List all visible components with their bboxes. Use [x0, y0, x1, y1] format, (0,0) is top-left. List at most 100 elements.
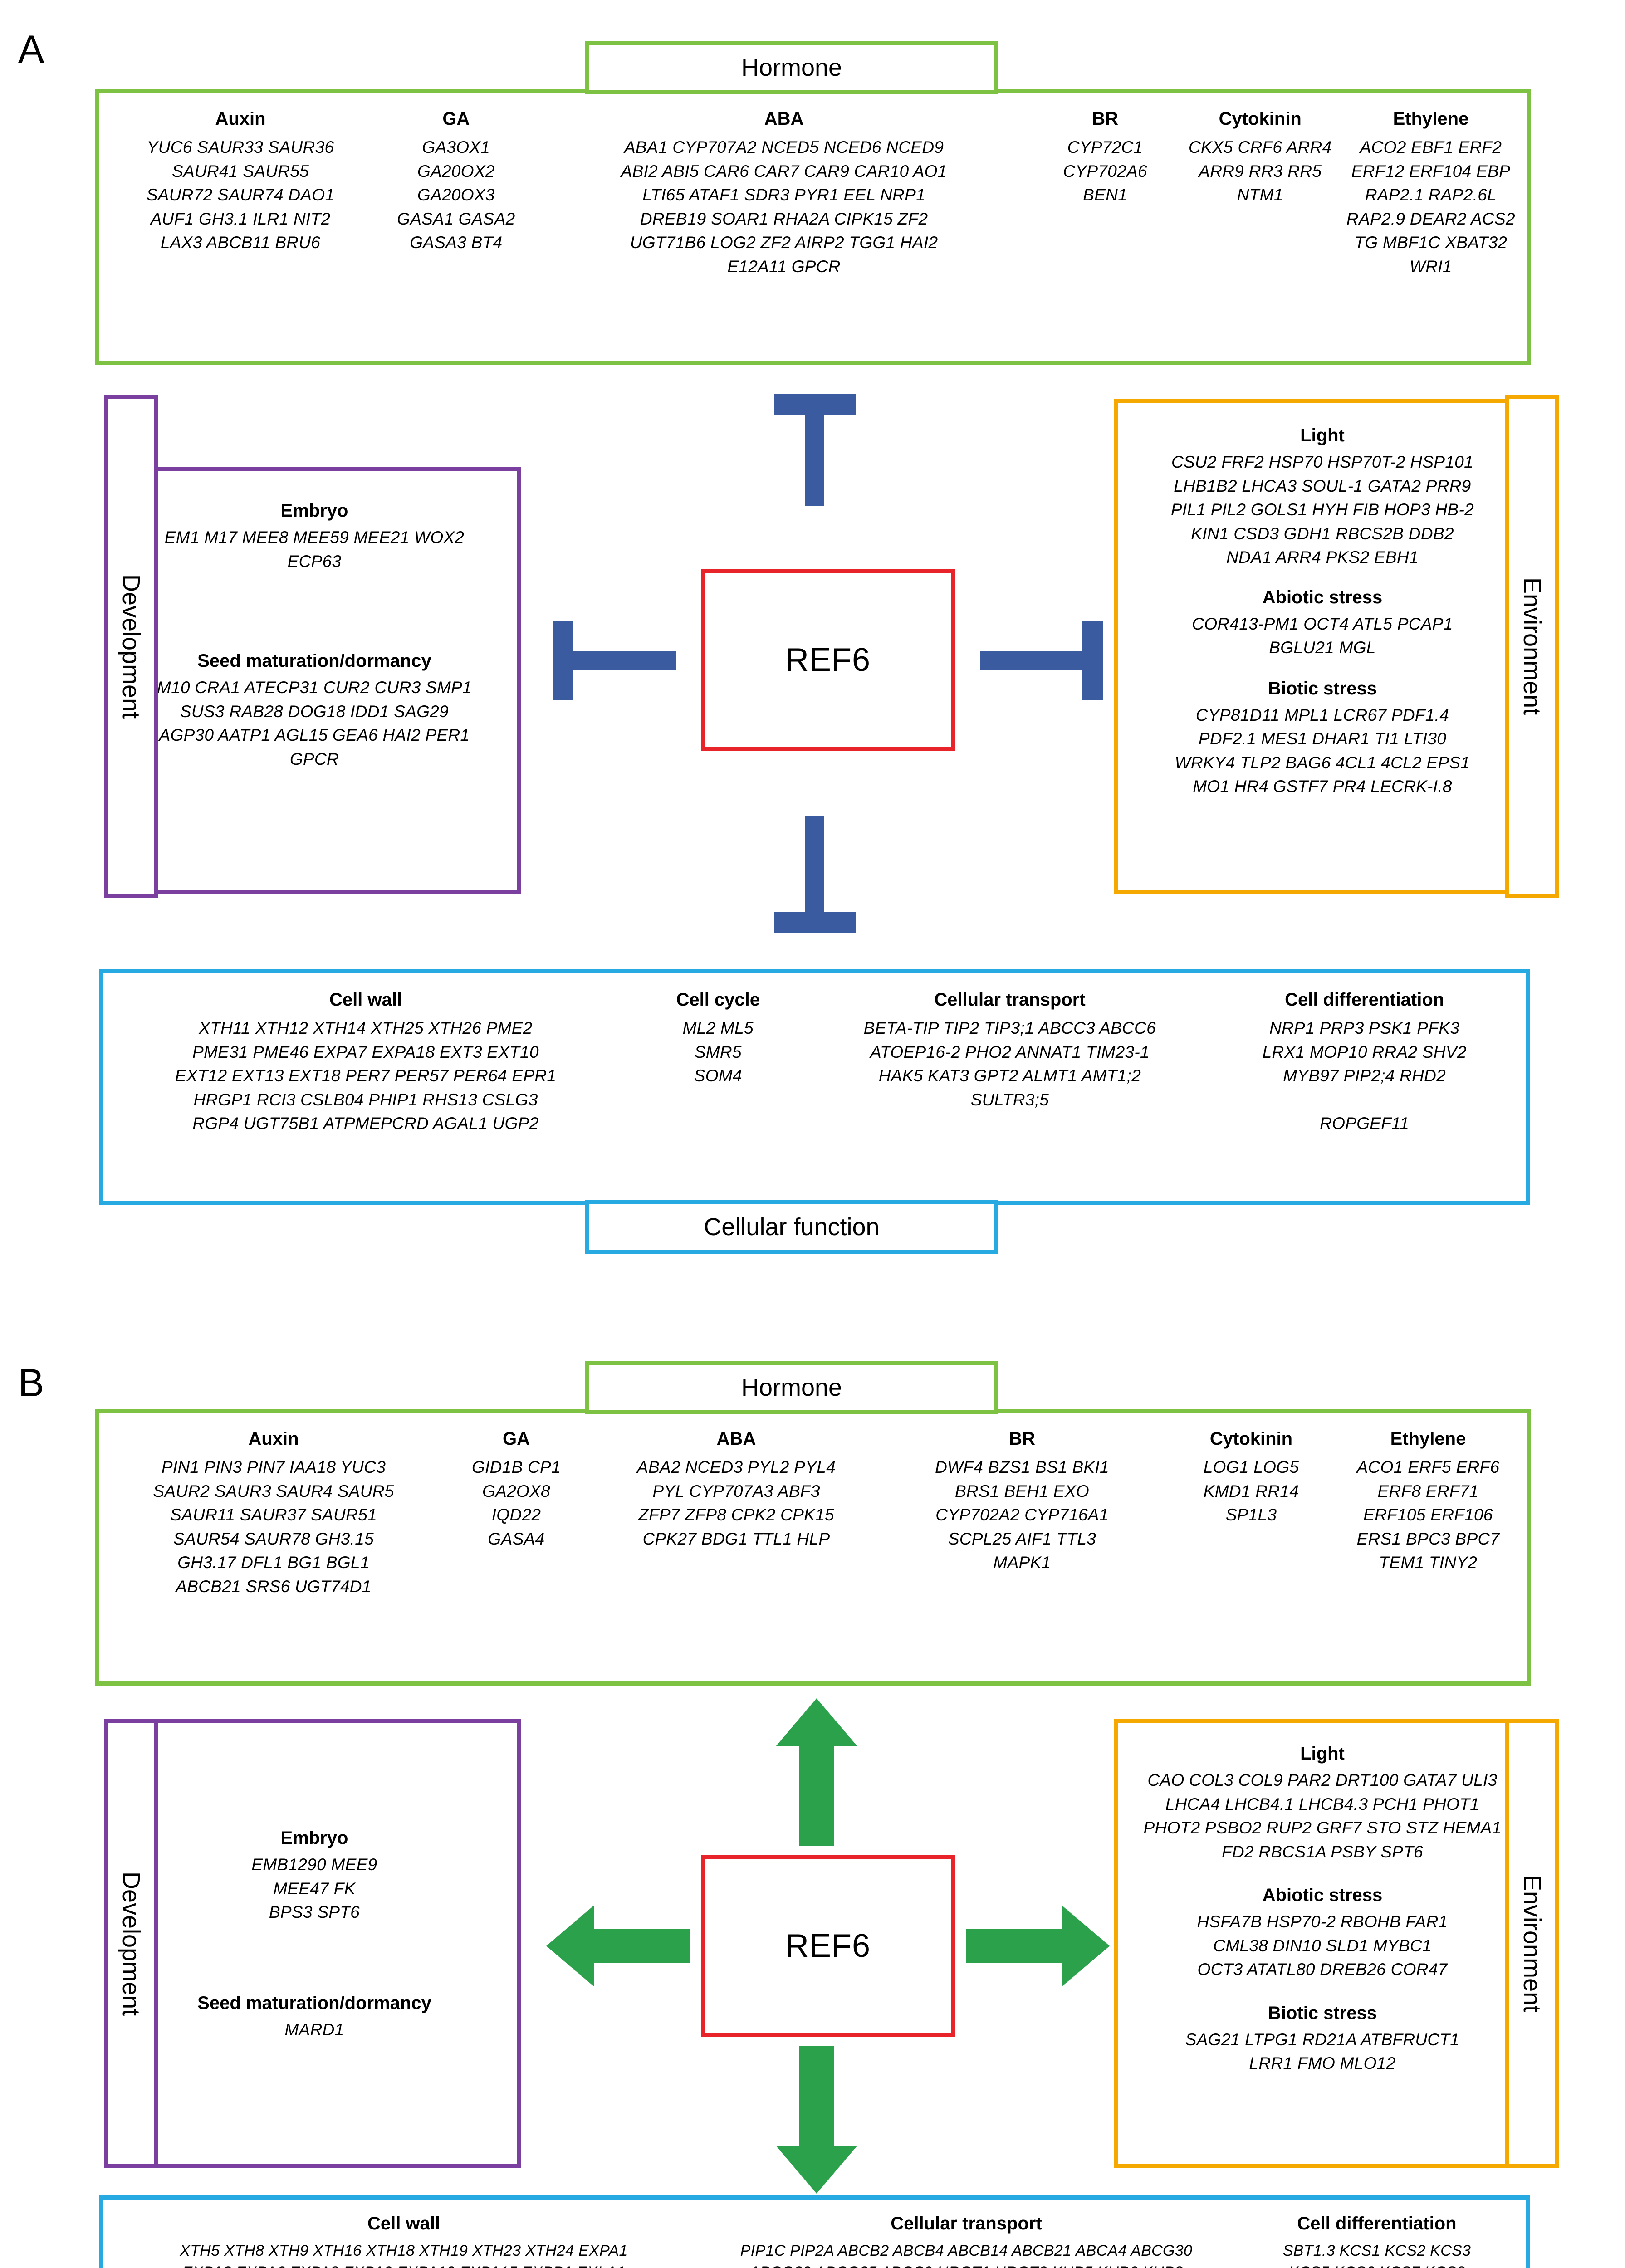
- arrow-ref6-to-development: [546, 1905, 690, 1987]
- gene-list: PIP1C PIP2A ABCB2 ABCB4 ABCB14 ABCB21 AB…: [740, 2242, 1193, 2268]
- group-title: Auxin: [215, 109, 266, 129]
- gene-list: XTH11 XTH12 XTH14 XTH25 XTH26 PME2 PME31…: [175, 1019, 557, 1133]
- arrow-ref6-to-hormone: [805, 399, 824, 506]
- gene-list: EM1 M17 MEE8 MEE59 MEE21 WOX2 ECP63: [164, 528, 465, 571]
- group-title: Cytokinin: [1219, 109, 1302, 129]
- development-section-embryo: Embryo EMB1290 MEE9 MEE47 FK BPS3 SPT6: [112, 1723, 517, 1925]
- environment-title: Environment: [1518, 577, 1546, 715]
- cellular-group-cell-differentiation: Cell differentiation NRP1 PRP3 PSK1 PFK3…: [1207, 989, 1522, 1201]
- development-title: Development: [117, 574, 145, 719]
- arrow-ref6-to-environment-cap: [1082, 621, 1103, 700]
- gene-list: NRP1 PRP3 PSK1 PFK3 LRX1 MOP10 RRA2 SHV2…: [1262, 1019, 1467, 1133]
- group-title: BR: [1009, 1429, 1035, 1449]
- gene-list: BETA-TIP TIP2 TIP3;1 ABCC3 ABCC6 ATOEP16…: [863, 1019, 1156, 1109]
- environment-section-light: Light CSU2 FRF2 HSP70 HSP70T-2 HSP101 LH…: [1118, 403, 1527, 570]
- section-title: Biotic stress: [1268, 2003, 1377, 2023]
- arrow-ref6-to-cellular: [805, 816, 824, 923]
- group-title: Cellular transport: [891, 2214, 1042, 2234]
- group-title: Cell wall: [329, 990, 402, 1010]
- group-title: ABA: [716, 1429, 756, 1449]
- panel-a-hormone-box: Auxin YUC6 SAUR33 SAUR36 SAUR41 SAUR55 S…: [95, 89, 1531, 365]
- arrow-ref6-to-hormone: [776, 1698, 857, 1846]
- hormone-group-auxin: Auxin YUC6 SAUR33 SAUR36 SAUR41 SAUR55 S…: [106, 108, 375, 361]
- section-title: Embryo: [280, 1828, 348, 1848]
- gene-list: M10 CRA1 ATECP31 CUR2 CUR3 SMP1 SUS3 RAB…: [157, 678, 472, 768]
- group-title: Ethylene: [1390, 1429, 1466, 1449]
- arrow-ref6-to-cellular-cap: [774, 912, 856, 933]
- panel-a-cellular-tag: Cellular function: [585, 1200, 998, 1254]
- panel-b-development-box: Embryo EMB1290 MEE9 MEE47 FK BPS3 SPT6 S…: [108, 1719, 521, 2168]
- cellular-group-cell-cycle: Cell cycle ML2 ML5 SMR5 SOM4: [624, 989, 812, 1201]
- cellular-group-cell-wall: Cell wall XTH5 XTH8 XTH9 XTH16 XTH18 XTH…: [107, 2213, 701, 2268]
- panel-b-environment-tag: Environment: [1505, 1719, 1559, 2168]
- group-title: Cellular transport: [934, 990, 1086, 1010]
- hormone-group-ethylene: Ethylene ACO2 EBF1 ERF2 ERF12 ERF104 EBP…: [1341, 108, 1521, 361]
- hormone-group-aba: ABA ABA2 NCED3 PYL2 PYL4 PYL CYP707A3 AB…: [591, 1428, 881, 1681]
- section-title: Abiotic stress: [1262, 587, 1383, 607]
- gene-list: ML2 ML5 SMR5 SOM4: [682, 1019, 754, 1085]
- panel-b-label: B: [18, 1361, 44, 1405]
- hormone-group-br: BR CYP72C1 CYP702A6 BEN1: [1031, 108, 1180, 361]
- panel-b-environment-box: Light CAO COL3 COL9 PAR2 DRT100 GATA7 UL…: [1114, 1719, 1531, 2168]
- development-section-seed: Seed maturation/dormancy MARD1: [112, 1925, 517, 2042]
- group-title: Cell differentiation: [1285, 990, 1444, 1010]
- hormone-group-aba: ABA ABA1 CYP707A2 NCED5 NCED6 NCED9 ABI2…: [537, 108, 1031, 361]
- panel-a-environment-tag: Environment: [1505, 395, 1559, 898]
- group-title: GA: [503, 1429, 530, 1449]
- gene-list: CYP81D11 MPL1 LCR67 PDF1.4 PDF2.1 MES1 D…: [1175, 705, 1470, 796]
- hormone-group-auxin: Auxin PIN1 PIN3 PIN7 IAA18 YUC3 SAUR2 SA…: [106, 1428, 441, 1681]
- panel-b-cellular-box: Cell wall XTH5 XTH8 XTH9 XTH16 XTH18 XTH…: [99, 2195, 1530, 2268]
- cellular-group-cell-differentiation: Cell differentiation SBT1.3 KCS1 KCS2 KC…: [1232, 2213, 1522, 2268]
- gene-list: CSU2 FRF2 HSP70 HSP70T-2 HSP101 LHB1B2 L…: [1171, 453, 1474, 567]
- group-title: ABA: [764, 109, 804, 129]
- environment-section-abiotic: Abiotic stress COR413-PM1 OCT4 ATL5 PCAP…: [1118, 570, 1527, 660]
- arrow-ref6-to-environment: [966, 1905, 1110, 1987]
- section-title: Seed maturation/dormancy: [197, 651, 431, 671]
- group-title: Cell cycle: [676, 990, 760, 1010]
- environment-section-abiotic: Abiotic stress HSFA7B HSP70-2 RBOHB FAR1…: [1118, 1864, 1527, 1982]
- panel-a-ref6-box: REF6: [701, 569, 955, 751]
- gene-list: XTH5 XTH8 XTH9 XTH16 XTH18 XTH19 XTH23 X…: [180, 2242, 628, 2268]
- hormone-title: Hormone: [741, 54, 842, 81]
- section-title: Abiotic stress: [1262, 1885, 1383, 1906]
- group-title: Ethylene: [1393, 109, 1469, 129]
- gene-list: ACO1 ERF5 ERF6 ERF8 ERF71 ERF105 ERF106 …: [1356, 1458, 1500, 1572]
- gene-list: DWF4 BZS1 BS1 BKI1 BRS1 BEH1 EXO CYP702A…: [935, 1458, 1109, 1572]
- gene-list: CKX5 CRF6 ARR4 ARR9 RR3 RR5 NTM1: [1189, 138, 1332, 205]
- hormone-group-ga: GA GA3OX1 GA20OX2 GA20OX3 GASA1 GASA2 GA…: [375, 108, 537, 361]
- arrow-ref6-to-development-cap: [553, 621, 573, 700]
- gene-list: YUC6 SAUR33 SAUR36 SAUR41 SAUR55 SAUR72 …: [146, 138, 335, 252]
- section-title: Light: [1300, 1744, 1345, 1764]
- section-title: Embryo: [280, 501, 348, 521]
- panel-b-development-tag: Development: [104, 1719, 158, 2168]
- arrow-ref6-to-hormone-cap: [774, 394, 856, 415]
- environment-title: Environment: [1518, 1875, 1546, 2013]
- panel-a-environment-box: Light CSU2 FRF2 HSP70 HSP70T-2 HSP101 LH…: [1114, 399, 1531, 894]
- gene-list: CAO COL3 COL9 PAR2 DRT100 GATA7 ULI3 LHC…: [1143, 1771, 1502, 1861]
- gene-list: COR413-PM1 OCT4 ATL5 PCAP1 BGLU21 MGL: [1192, 614, 1453, 657]
- cellular-title: Cellular function: [704, 1213, 880, 1241]
- group-title: Cell differentiation: [1297, 2214, 1457, 2234]
- panel-a-cellular-box: Cell wall XTH11 XTH12 XTH14 XTH25 XTH26 …: [99, 969, 1530, 1205]
- section-title: Biotic stress: [1268, 678, 1377, 699]
- ref6-label: REF6: [785, 1928, 871, 1964]
- arrow-ref6-to-development: [558, 651, 676, 670]
- hormone-group-br: BR DWF4 BZS1 BS1 BKI1 BRS1 BEH1 EXO CYP7…: [881, 1428, 1163, 1681]
- development-title: Development: [117, 1871, 145, 2016]
- gene-list: ABA2 NCED3 PYL2 PYL4 PYL CYP707A3 ABF3 Z…: [637, 1458, 836, 1548]
- group-title: Auxin: [248, 1429, 299, 1449]
- gene-list: MARD1: [284, 2020, 344, 2039]
- panel-a-development-tag: Development: [104, 395, 158, 898]
- ref6-label: REF6: [785, 642, 871, 678]
- environment-section-biotic: Biotic stress SAG21 LTPG1 RD21A ATBFRUCT…: [1118, 1982, 1527, 2076]
- gene-list: SBT1.3 KCS1 KCS2 KCS3 KCS5 KCS6 KCS7 KCS…: [1282, 2242, 1471, 2268]
- section-title: Light: [1300, 425, 1345, 445]
- gene-list: GID1B CP1 GA2OX8 IQD22 GASA4: [472, 1458, 561, 1548]
- panel-b-hormone-box: Auxin PIN1 PIN3 PIN7 IAA18 YUC3 SAUR2 SA…: [95, 1409, 1531, 1686]
- gene-list: GA3OX1 GA20OX2 GA20OX3 GASA1 GASA2 GASA3…: [397, 138, 515, 252]
- panel-b-hormone-tag: Hormone: [585, 1361, 998, 1414]
- arrow-ref6-to-cellular: [776, 2046, 857, 2194]
- environment-section-biotic: Biotic stress CYP81D11 MPL1 LCR67 PDF1.4…: [1118, 660, 1527, 799]
- cellular-group-cell-wall: Cell wall XTH11 XTH12 XTH14 XTH25 XTH26 …: [108, 989, 624, 1201]
- environment-section-light: Light CAO COL3 COL9 PAR2 DRT100 GATA7 UL…: [1118, 1723, 1527, 1864]
